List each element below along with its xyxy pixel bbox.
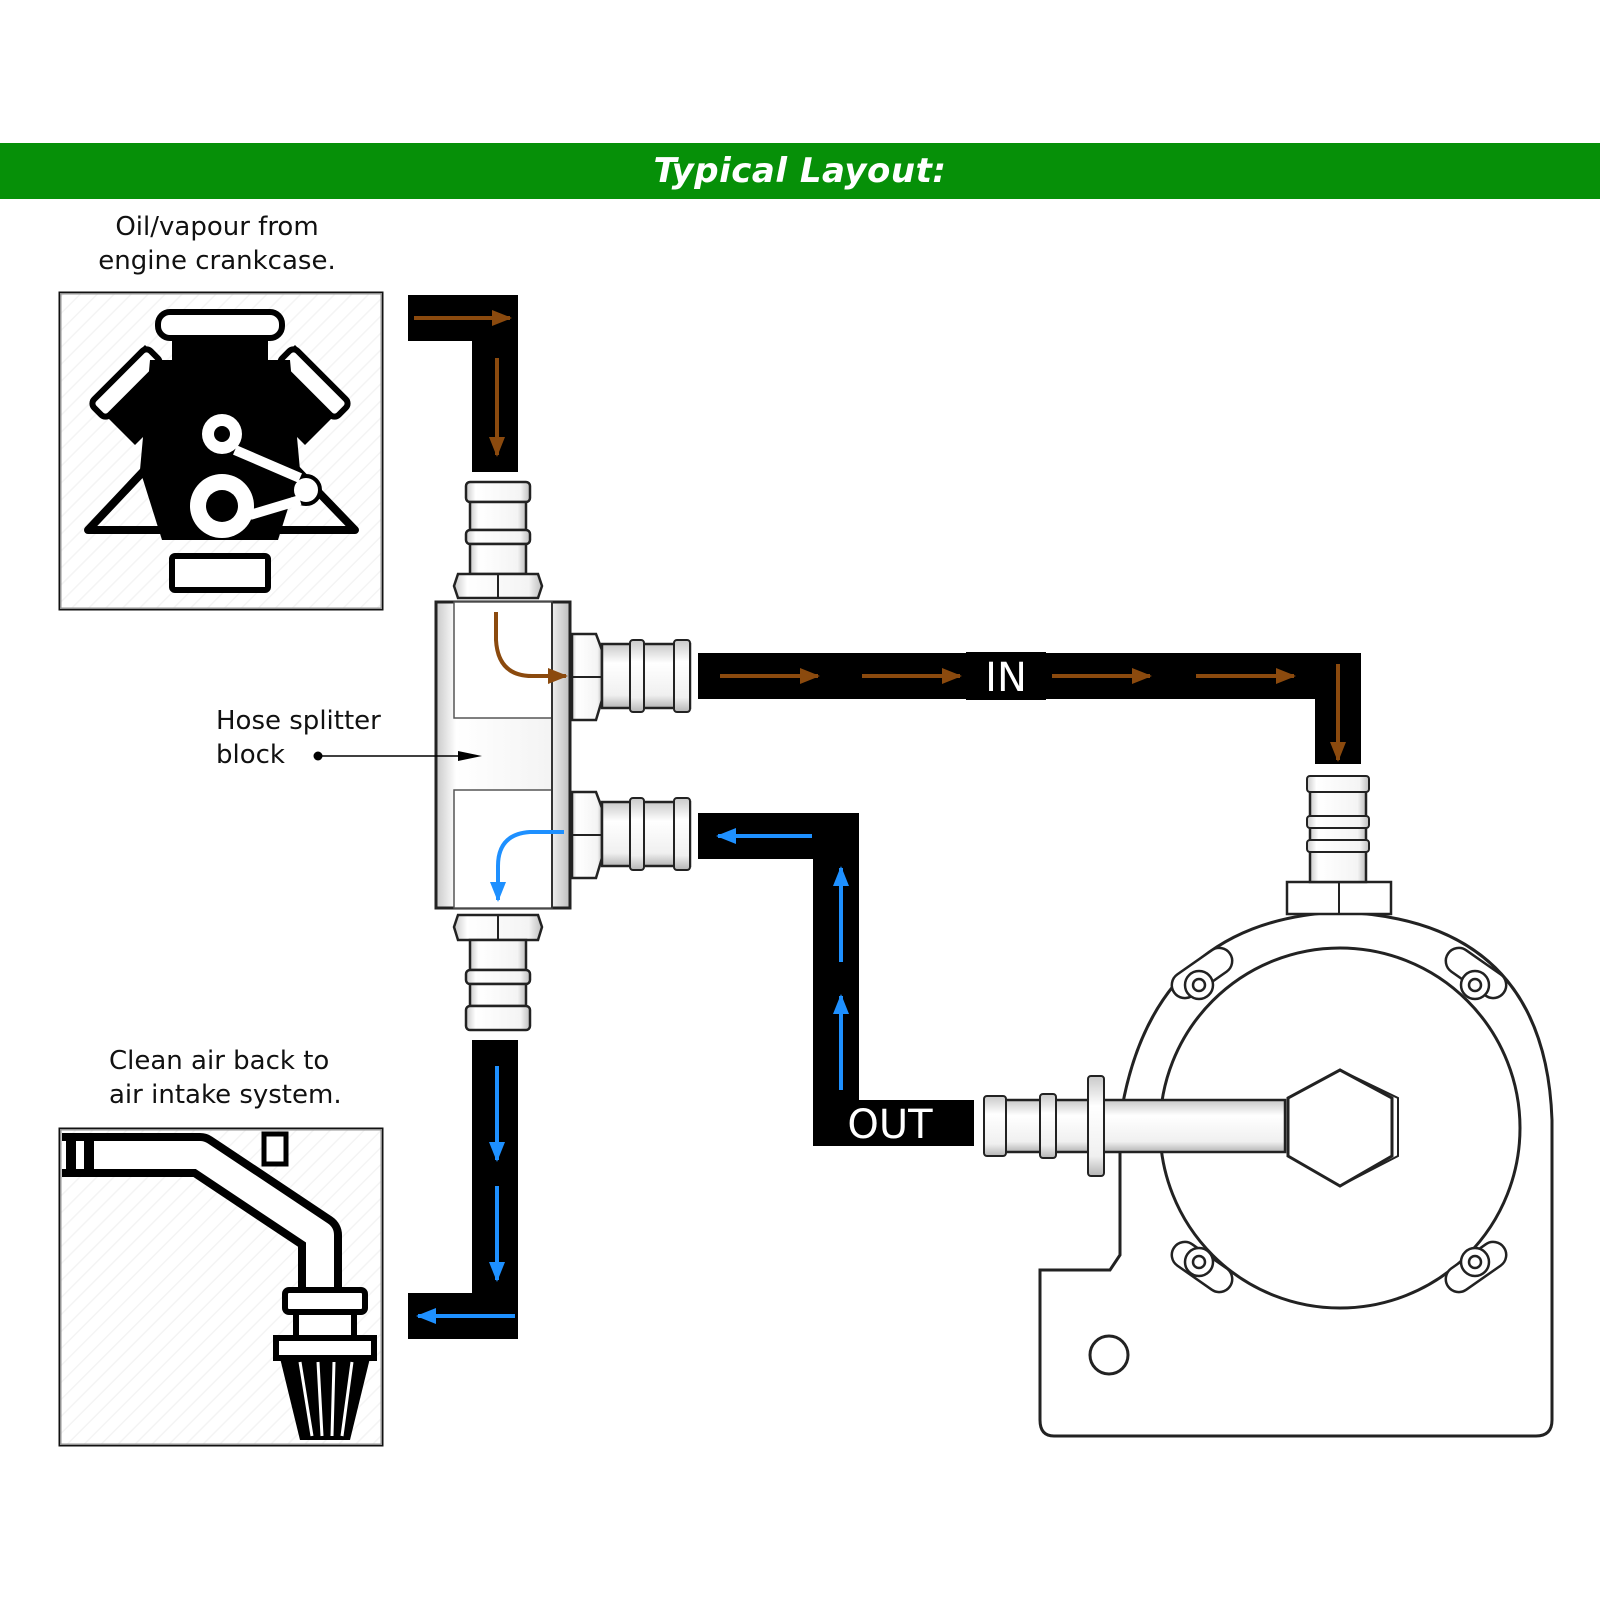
hose-engine-in (408, 295, 518, 472)
air-caption-line1: Clean air back to (109, 1046, 330, 1076)
catch-can (983, 775, 1554, 1438)
hose-air-out (408, 1040, 518, 1339)
splitter-leader (313, 751, 482, 761)
hose-splitter-block (434, 480, 692, 1032)
air-intake-icon (58, 1127, 384, 1447)
air-caption-line2: air intake system. (109, 1080, 342, 1110)
page-title: Typical Layout: (653, 151, 947, 191)
splitter-caption: Hose splitter block (216, 704, 381, 772)
engine-caption-line1: Oil/vapour from (115, 212, 319, 242)
engine-caption: Oil/vapour from engine crankcase. (92, 210, 342, 278)
engine-icon (58, 291, 384, 611)
out-label: OUT (847, 1102, 933, 1148)
hose-to-catch-can: IN (698, 652, 1361, 764)
hose-from-catch-can: OUT (698, 813, 974, 1148)
in-label: IN (985, 655, 1027, 701)
header-banner: Typical Layout: (0, 143, 1600, 199)
splitter-caption-line1: Hose splitter (216, 706, 381, 736)
air-intake-caption: Clean air back to air intake system. (109, 1044, 342, 1112)
splitter-caption-line2: block (216, 740, 285, 770)
engine-caption-line2: engine crankcase. (98, 246, 336, 276)
